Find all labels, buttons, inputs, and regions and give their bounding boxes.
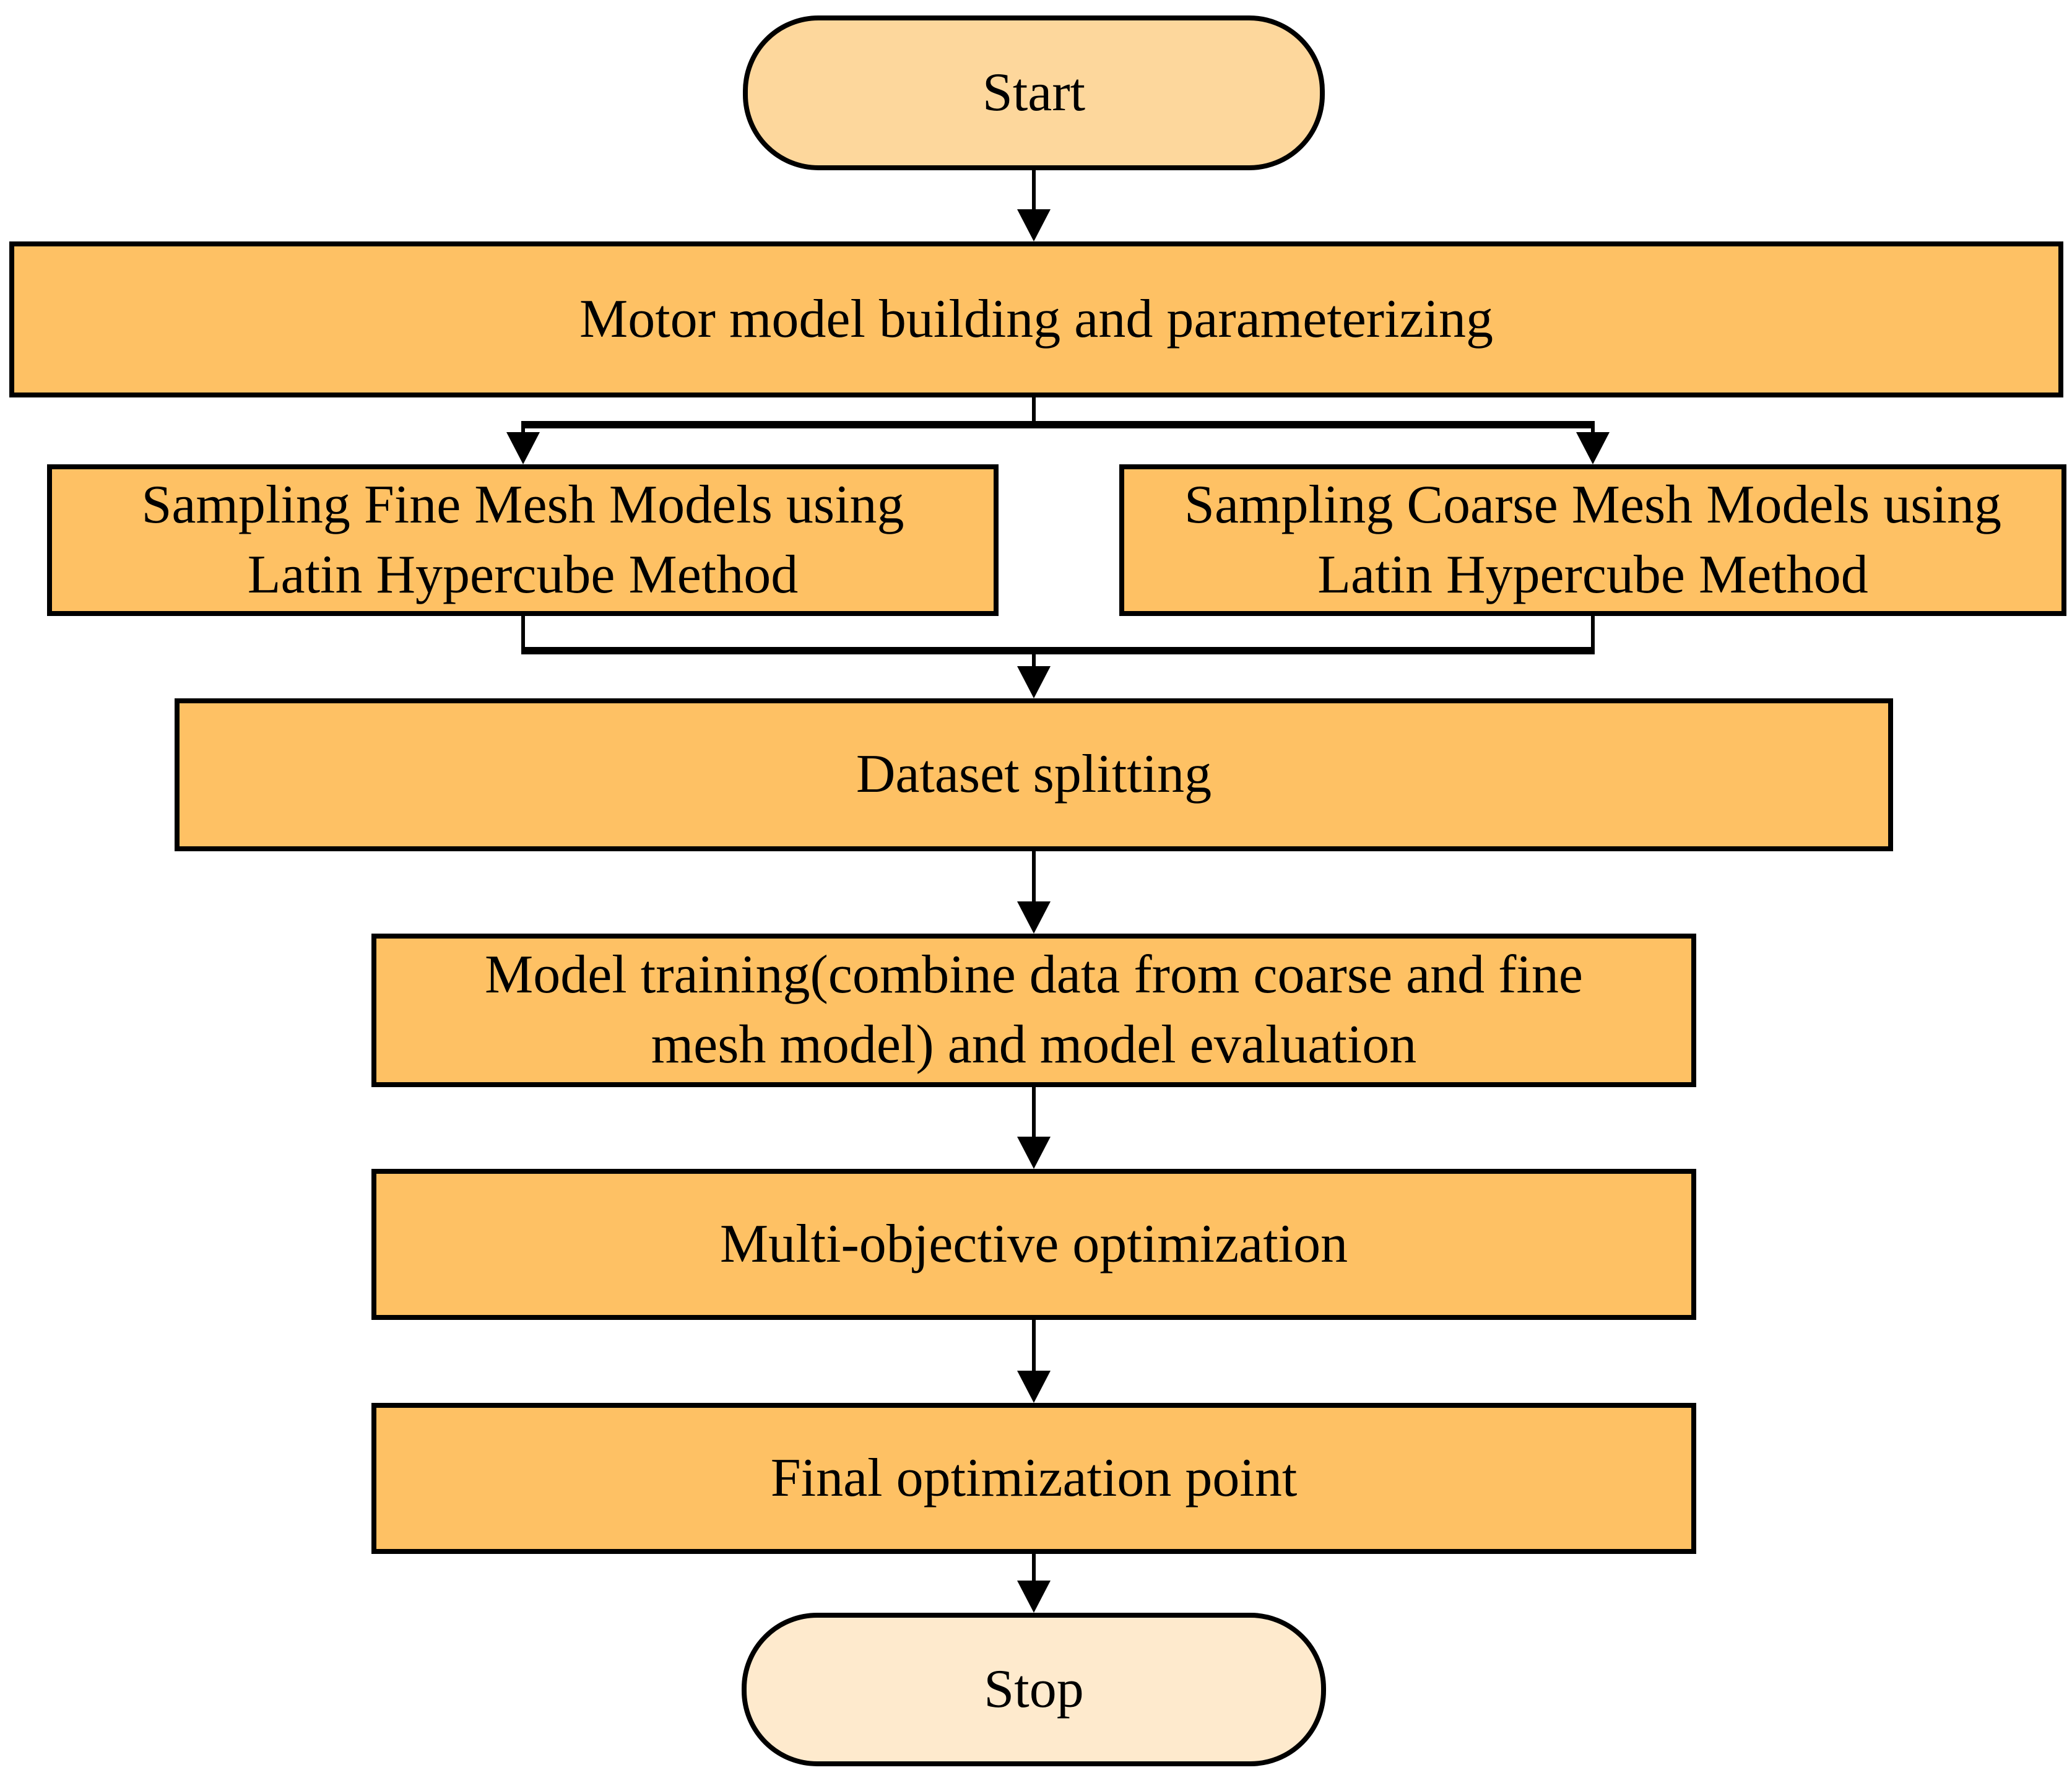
arrow-start-to-motor-shaft [1032, 167, 1036, 210]
dataset-splitting-label: Dataset splitting [856, 744, 1212, 805]
sampling-coarse-mesh-label-line1: Sampling Coarse Mesh Models using [1184, 474, 2001, 535]
process-model-training-evaluation: Model training(combine data from coarse … [371, 934, 1696, 1087]
sampling-coarse-mesh-label-line2: Latin Hypercube Method [1317, 544, 1868, 605]
process-dataset-splitting: Dataset splitting [175, 698, 1893, 851]
arrow-dataset-to-training-head [1017, 901, 1051, 934]
arrow-multiobjective-to-final-head [1017, 1371, 1051, 1403]
process-motor-model-building: Motor model building and parameterizing [9, 241, 2063, 397]
multi-objective-optimization-label: Multi-objective optimization [719, 1213, 1348, 1274]
model-training-label-line1: Model training(combine data from coarse … [484, 945, 1583, 1005]
start-label: Start [982, 62, 1086, 123]
model-training-label-line2: mesh model) and model evaluation [651, 1015, 1417, 1075]
arrow-to-fine-sampling-head [506, 432, 540, 464]
sampling-fine-mesh-label-line2: Latin Hypercube Method [247, 544, 799, 605]
branch-stub-from-motor [1032, 395, 1036, 425]
stop-terminator-node: Stop [742, 1613, 1326, 1766]
stop-label: Stop [984, 1659, 1084, 1719]
process-sampling-coarse-mesh: Sampling Coarse Mesh Models using Latin … [1119, 464, 2066, 616]
arrow-final-to-stop-shaft [1032, 1551, 1036, 1583]
arrow-training-to-multiobjective-head [1017, 1137, 1051, 1169]
arrow-training-to-multiobjective-shaft [1032, 1085, 1036, 1139]
branch-horizontal-line [521, 421, 1595, 428]
sampling-fine-mesh-label-line1: Sampling Fine Mesh Models using [141, 474, 904, 535]
merge-stub-from-coarse-sampling [1591, 614, 1595, 651]
process-final-optimization-point: Final optimization point [371, 1403, 1696, 1554]
arrow-to-coarse-sampling-shaft [1591, 426, 1595, 436]
process-sampling-fine-mesh: Sampling Fine Mesh Models using Latin Hy… [47, 464, 999, 616]
merge-stub-from-fine-sampling [521, 614, 525, 651]
process-multi-objective-optimization: Multi-objective optimization [371, 1169, 1696, 1320]
arrow-to-dataset-shaft [1032, 653, 1036, 669]
arrow-start-to-motor-head [1017, 209, 1051, 241]
motor-model-building-label: Motor model building and parameterizing [579, 288, 1494, 349]
arrow-to-coarse-sampling-head [1576, 432, 1610, 464]
arrow-dataset-to-training-shaft [1032, 849, 1036, 904]
arrow-final-to-stop-head [1017, 1581, 1051, 1613]
arrow-multiobjective-to-final-shaft [1032, 1317, 1036, 1373]
arrow-to-fine-sampling-shaft [521, 426, 525, 436]
merge-horizontal-line [521, 647, 1595, 654]
final-optimization-point-label: Final optimization point [770, 1447, 1298, 1508]
start-terminator-node: Start [743, 15, 1325, 170]
arrow-to-dataset-head [1017, 666, 1051, 698]
